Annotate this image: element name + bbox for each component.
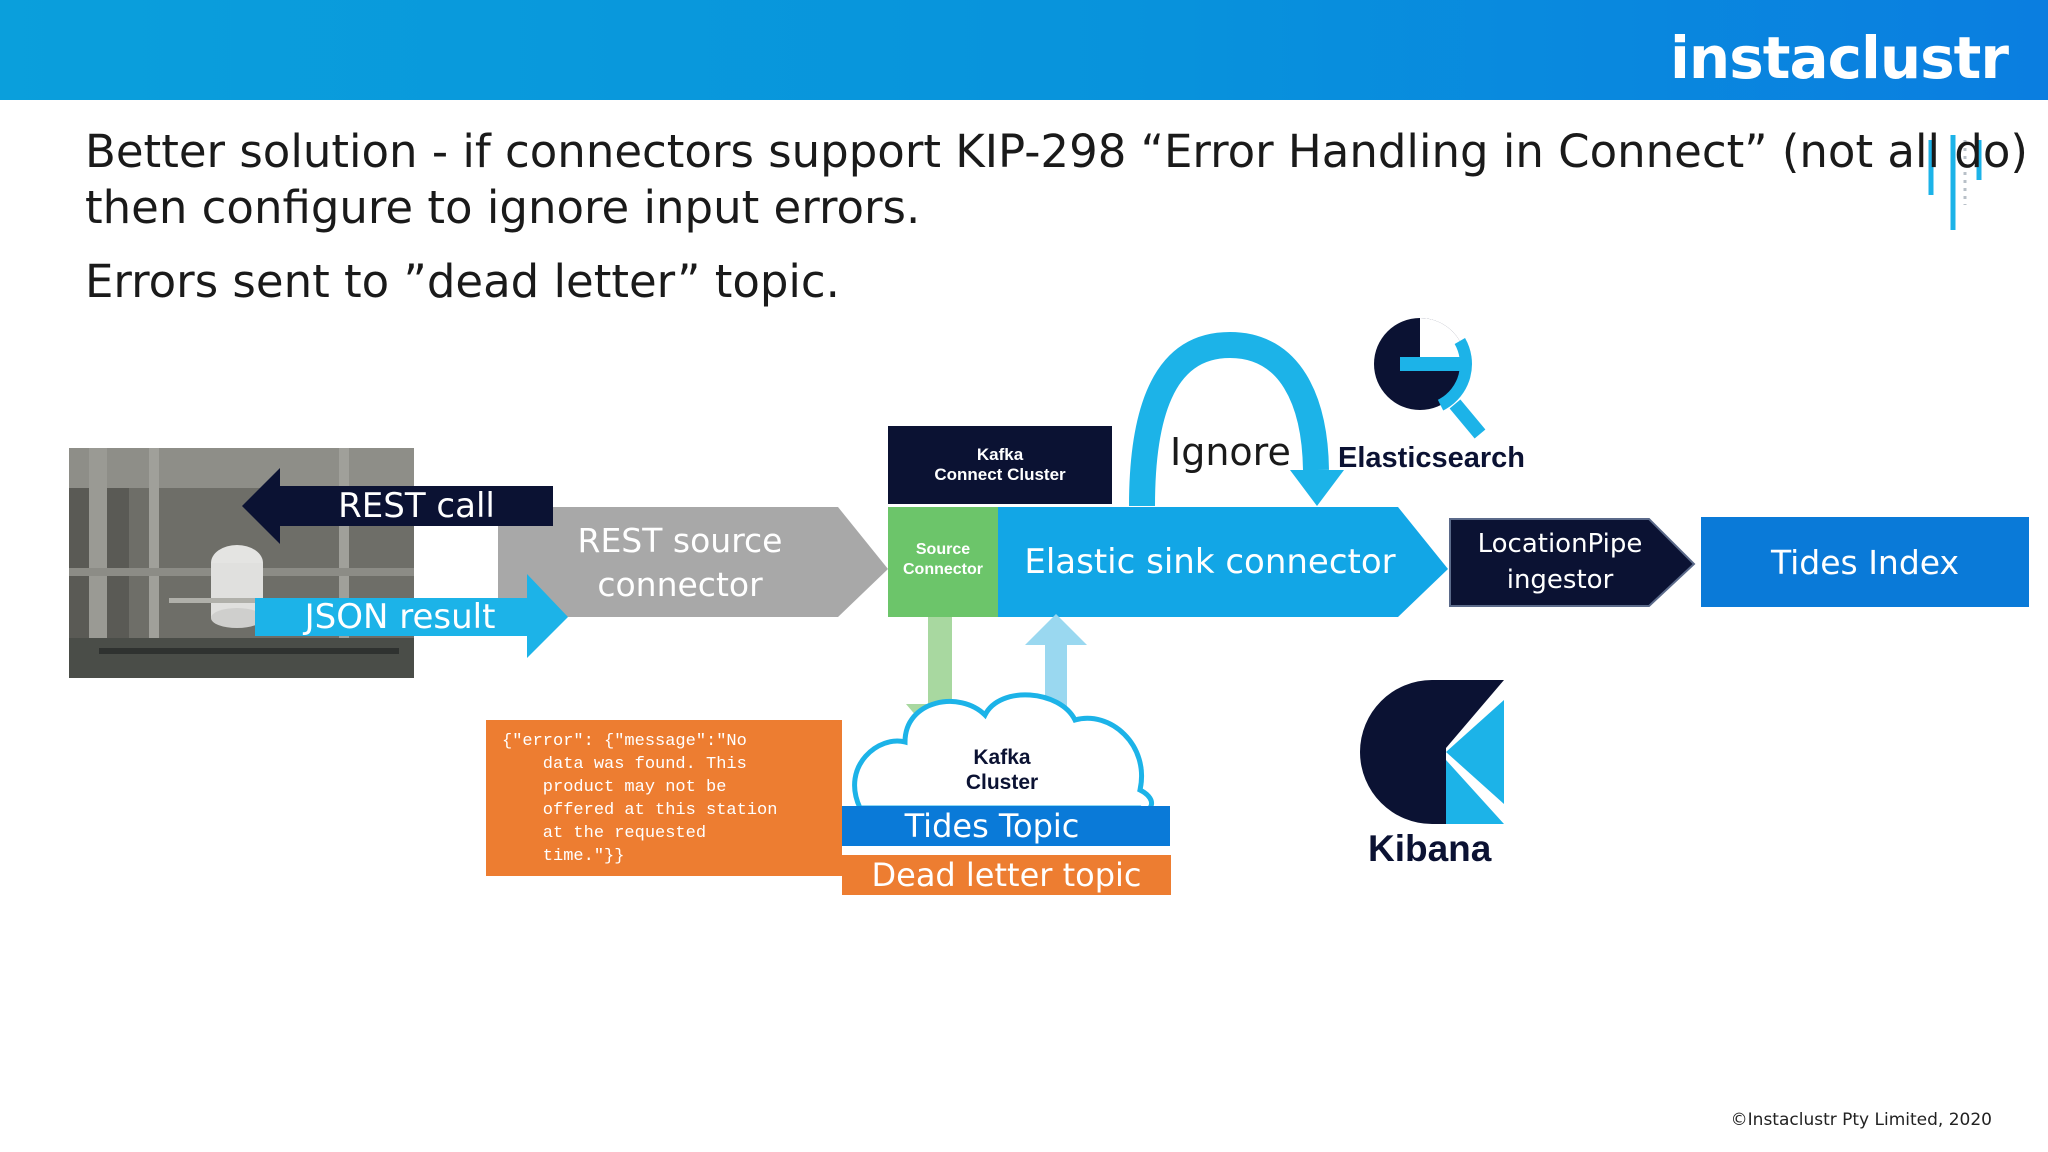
copyright-footer: ©Instaclustr Pty Limited, 2020	[1730, 1110, 1992, 1130]
json-result-arrow	[255, 574, 568, 658]
rest-call-label: REST call	[338, 486, 495, 526]
source-connector-label: Source Connector	[888, 535, 998, 585]
rest-source-connector-label: REST source connector	[540, 515, 820, 611]
location-pipe-line-1: LocationPipe	[1477, 529, 1643, 559]
tide-station-photo	[69, 448, 414, 678]
headline-line-1: Better solution - if connectors support …	[85, 125, 2028, 178]
json-result-label: JSON result	[304, 597, 496, 637]
rest-source-connector-shape	[498, 507, 888, 617]
dead-letter-topic-label: Dead letter topic	[871, 856, 1142, 894]
tides-index-shape	[1701, 517, 2029, 607]
elasticsearch-logo-icon	[1368, 312, 1486, 439]
kafka-connect-cluster-shape	[888, 426, 1112, 504]
rest-source-line-2: connector	[597, 565, 763, 604]
tides-topic-label: Tides Topic	[904, 807, 1080, 845]
kafka-cluster-line-1: Kafka	[973, 746, 1031, 769]
tides-index-label: Tides Index	[1770, 542, 1960, 582]
dead-letter-topic-shape	[842, 855, 1171, 895]
instaclustr-logo: instaclustr	[1670, 24, 2009, 92]
ignore-label: Ignore	[1170, 430, 1291, 474]
kafka-cluster-label: Kafka Cluster	[935, 742, 1069, 798]
rest-call-arrow	[242, 468, 553, 544]
location-pipe-line-2: ingestor	[1506, 565, 1614, 595]
source-connector-line-1: Source	[915, 541, 971, 558]
elastic-sink-connector-shape	[998, 507, 1448, 617]
source-connector-line-2: Connector	[903, 561, 983, 578]
elasticsearch-label: Elasticsearch	[1338, 442, 1526, 474]
header-bar	[0, 0, 2048, 100]
headline-line-2: then configure to ignore input errors.	[85, 181, 921, 234]
error-json-box: {"error": {"message":"No data was found.…	[486, 720, 842, 876]
kafka-connect-line-2: Connect Cluster	[934, 465, 1066, 484]
kafka-connect-line-1: Kafka	[976, 445, 1024, 464]
kibana-label: Kibana	[1368, 828, 1492, 869]
source-connector-shape	[888, 507, 998, 617]
kafka-cluster-line-2: Cluster	[965, 771, 1039, 794]
kafka-connect-cluster-label: Kafka Connect Cluster	[888, 440, 1112, 490]
rest-source-line-1: REST source	[577, 521, 783, 560]
location-pipe-label: LocationPipe ingestor	[1450, 522, 1670, 602]
tides-topic-shape	[842, 806, 1170, 846]
elastic-sink-connector-label: Elastic sink connector	[1024, 542, 1396, 582]
headline-line-3: Errors sent to ”dead letter” topic.	[85, 255, 840, 308]
kibana-logo-icon	[1360, 680, 1504, 824]
lightblue-up-arrow	[1025, 614, 1087, 726]
location-pipe-shape	[1449, 518, 1696, 607]
kafka-cloud-shape	[852, 692, 1154, 813]
brand-lines-icon	[1928, 135, 1982, 230]
ignore-loop-arrow	[1129, 331, 1329, 507]
